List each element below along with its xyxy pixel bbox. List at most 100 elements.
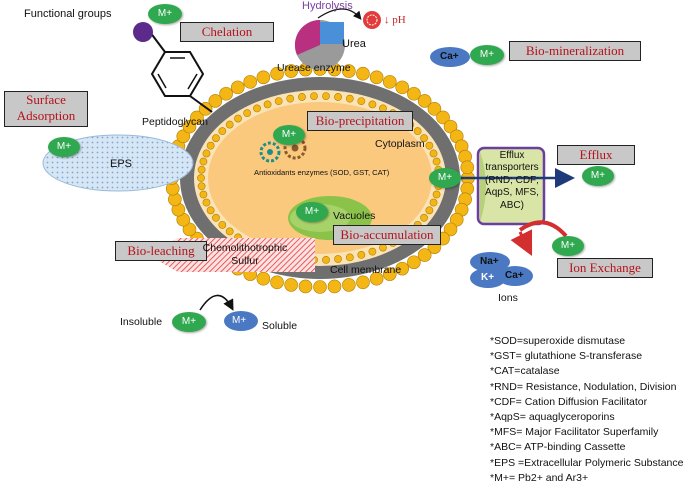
bead <box>443 222 458 237</box>
bead <box>270 66 284 81</box>
chelation-label: Chelation <box>201 24 253 39</box>
bead <box>182 222 197 237</box>
metal-ion-vacuole: M+ <box>296 202 328 222</box>
bead <box>407 86 421 101</box>
urea-block <box>320 22 344 44</box>
bead <box>443 119 458 134</box>
bead <box>432 190 441 199</box>
metal-ion-chelation: M+ <box>148 4 182 24</box>
bead <box>298 93 306 101</box>
legend-item: *GST= glutathione S-transferase <box>490 350 643 363</box>
bio-accumulation-box: Bio-accumulation <box>333 225 441 245</box>
urease-active-site <box>294 19 320 56</box>
surface-adsorption-box: Surface Adsorption <box>4 91 88 127</box>
bead <box>382 267 397 281</box>
ca-ion-mineral-text: Ca+ <box>440 51 459 62</box>
solubilization-arrow <box>199 294 234 311</box>
bead <box>256 70 271 85</box>
bead <box>425 141 434 150</box>
bead <box>395 80 410 95</box>
efflux-label: Efflux <box>579 147 613 162</box>
hydrolysis-arrow <box>317 8 362 20</box>
bead <box>197 182 206 191</box>
k-ion-bubble <box>470 268 506 288</box>
hydrolysis-label: Hydrolysis <box>302 0 353 12</box>
bead <box>425 206 434 215</box>
bead <box>225 227 234 236</box>
eps-cloud <box>42 134 194 192</box>
bead <box>199 157 208 166</box>
metal-ion-text: M+ <box>157 8 173 19</box>
bead <box>369 271 384 286</box>
ion-exchange-arrow <box>510 229 533 257</box>
bead <box>212 134 220 143</box>
bead <box>197 174 205 182</box>
bead <box>356 66 370 81</box>
legend-item: *AqpS= aquaglyceroporins <box>490 411 615 424</box>
bead <box>436 110 450 125</box>
bead <box>218 220 227 229</box>
metal-ion-text: M+ <box>560 240 576 251</box>
enzyme-gear-icon <box>259 141 281 163</box>
bead <box>256 271 271 286</box>
metal-ion-text: M+ <box>479 49 495 60</box>
legend-item: *CAT=catalase <box>490 365 560 378</box>
bead <box>322 255 330 264</box>
metal-ion-text: M+ <box>181 316 197 327</box>
chelation-box: Chelation <box>180 22 274 42</box>
bead <box>417 248 432 262</box>
bead <box>202 149 211 158</box>
bead <box>417 94 432 108</box>
bead <box>263 100 272 109</box>
surface-adsorption-label: Surface Adsorption <box>16 92 76 123</box>
bead <box>286 94 295 103</box>
bead <box>234 114 242 123</box>
functional-groups-label: Functional groups <box>24 8 112 20</box>
bio-precipitation-label: Bio-precipitation <box>315 113 405 128</box>
bead <box>298 279 313 294</box>
cytoplasm-area <box>208 102 432 254</box>
legend-item: *ABC= ATP-binding Cassette <box>490 441 626 454</box>
bead <box>202 198 211 207</box>
metal-ion-exchange: M+ <box>552 236 584 256</box>
vacuoles-label: Vacuoles <box>333 210 376 222</box>
metal-ion-text: M+ <box>56 141 72 152</box>
diagram-canvas <box>42 8 575 331</box>
ion-exchange-box: Ion Exchange <box>557 258 653 278</box>
bead <box>449 212 464 227</box>
bead <box>432 157 441 166</box>
bead <box>310 92 318 101</box>
bead <box>327 279 342 294</box>
efflux-transporter-box <box>476 146 546 226</box>
efflux-box: Efflux <box>557 145 635 165</box>
bead <box>413 127 422 136</box>
bio-mineralization-label: Bio-mineralization <box>525 43 625 58</box>
ca-ion-text: Ca+ <box>505 270 524 281</box>
antioxidants-label: Antioxidants enzymes (SOD, GST, CAT) <box>254 168 390 177</box>
metal-ion-efflux-out: M+ <box>582 166 614 186</box>
bead <box>342 278 356 292</box>
bead <box>253 104 261 113</box>
ion-exchange-arc <box>518 220 568 238</box>
chemolithotrophic-label: Chemolithotrophic Sulfur <box>202 242 288 267</box>
bead <box>407 255 421 270</box>
na-ion-bubble <box>470 252 510 272</box>
bio-precipitation-box: Bio-precipitation <box>307 111 413 131</box>
ion-exchange-label: Ion Exchange <box>569 260 641 275</box>
bead <box>356 275 370 290</box>
bead <box>218 127 227 136</box>
bead <box>357 250 366 259</box>
bead <box>208 94 223 108</box>
legend-item: *EPS =Extracellular Polymeric Substance <box>490 456 684 469</box>
bead <box>357 97 366 106</box>
bead <box>219 86 233 101</box>
bead <box>199 190 208 199</box>
bead <box>379 243 387 252</box>
ions-label: Ions <box>498 292 518 304</box>
legend-item: *M+= Pb2+ and Ar3+ <box>490 471 589 484</box>
bead <box>345 94 354 103</box>
na-ion-text: Na+ <box>480 256 499 267</box>
bead <box>284 278 298 292</box>
bio-leaching-box: Bio-leaching <box>115 241 207 261</box>
eps-label: EPS <box>110 158 133 170</box>
